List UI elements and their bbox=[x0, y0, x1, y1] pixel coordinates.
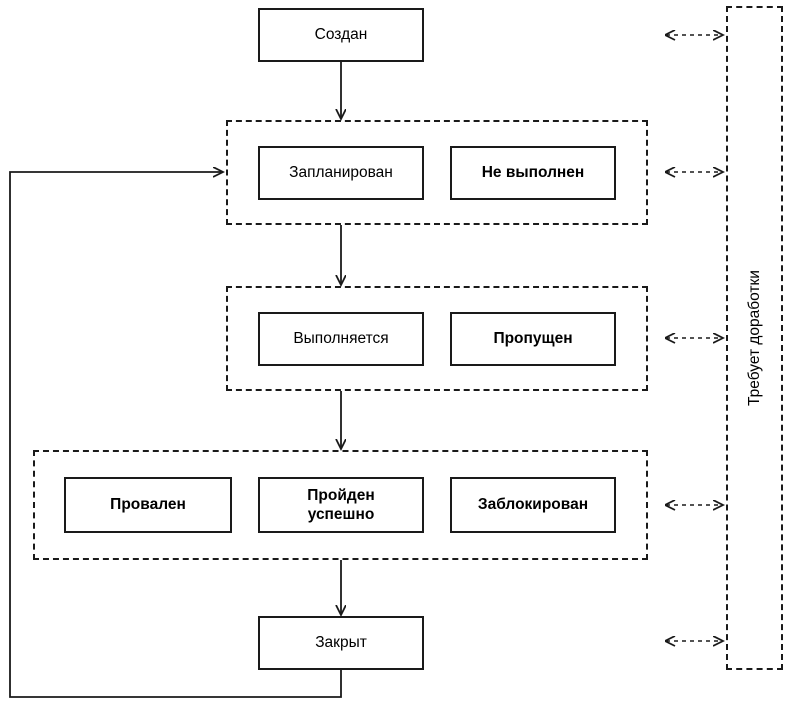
state-label-passed: Пройден успешно bbox=[307, 486, 375, 523]
state-label-rework: Требует доработки bbox=[745, 270, 763, 406]
state-group-planned bbox=[226, 120, 648, 225]
state-node-failed[interactable]: Провален bbox=[64, 477, 232, 533]
state-label-skipped: Пропущен bbox=[493, 330, 573, 348]
state-label-planned: Запланирован bbox=[289, 164, 393, 182]
state-label-created: Создан bbox=[314, 26, 368, 44]
state-node-rework[interactable]: Требует доработки bbox=[726, 6, 783, 670]
connector-closed-to-planned-loop bbox=[9, 172, 342, 698]
state-node-closed[interactable]: Закрыт bbox=[258, 616, 424, 670]
state-label-blocked: Заблокирован bbox=[477, 496, 589, 514]
rework-label-wrapper: Требует доработки bbox=[728, 8, 781, 668]
state-label-closed: Закрыт bbox=[315, 634, 367, 652]
state-label-failed: Провален bbox=[110, 496, 186, 514]
state-node-blocked[interactable]: Заблокирован bbox=[450, 477, 616, 533]
state-node-in-progress[interactable]: Выполняется bbox=[258, 312, 424, 366]
state-label-not-done: Не выполнен bbox=[481, 164, 585, 182]
state-node-not-done[interactable]: Не выполнен bbox=[450, 146, 616, 200]
state-group-in-progress bbox=[226, 286, 648, 391]
state-node-skipped[interactable]: Пропущен bbox=[450, 312, 616, 366]
state-node-created[interactable]: Создан bbox=[258, 8, 424, 62]
state-group-result bbox=[33, 450, 648, 560]
state-node-passed[interactable]: Пройден успешно bbox=[258, 477, 424, 533]
state-label-in-progress: Выполняется bbox=[293, 330, 389, 348]
state-node-planned[interactable]: Запланирован bbox=[258, 146, 424, 200]
